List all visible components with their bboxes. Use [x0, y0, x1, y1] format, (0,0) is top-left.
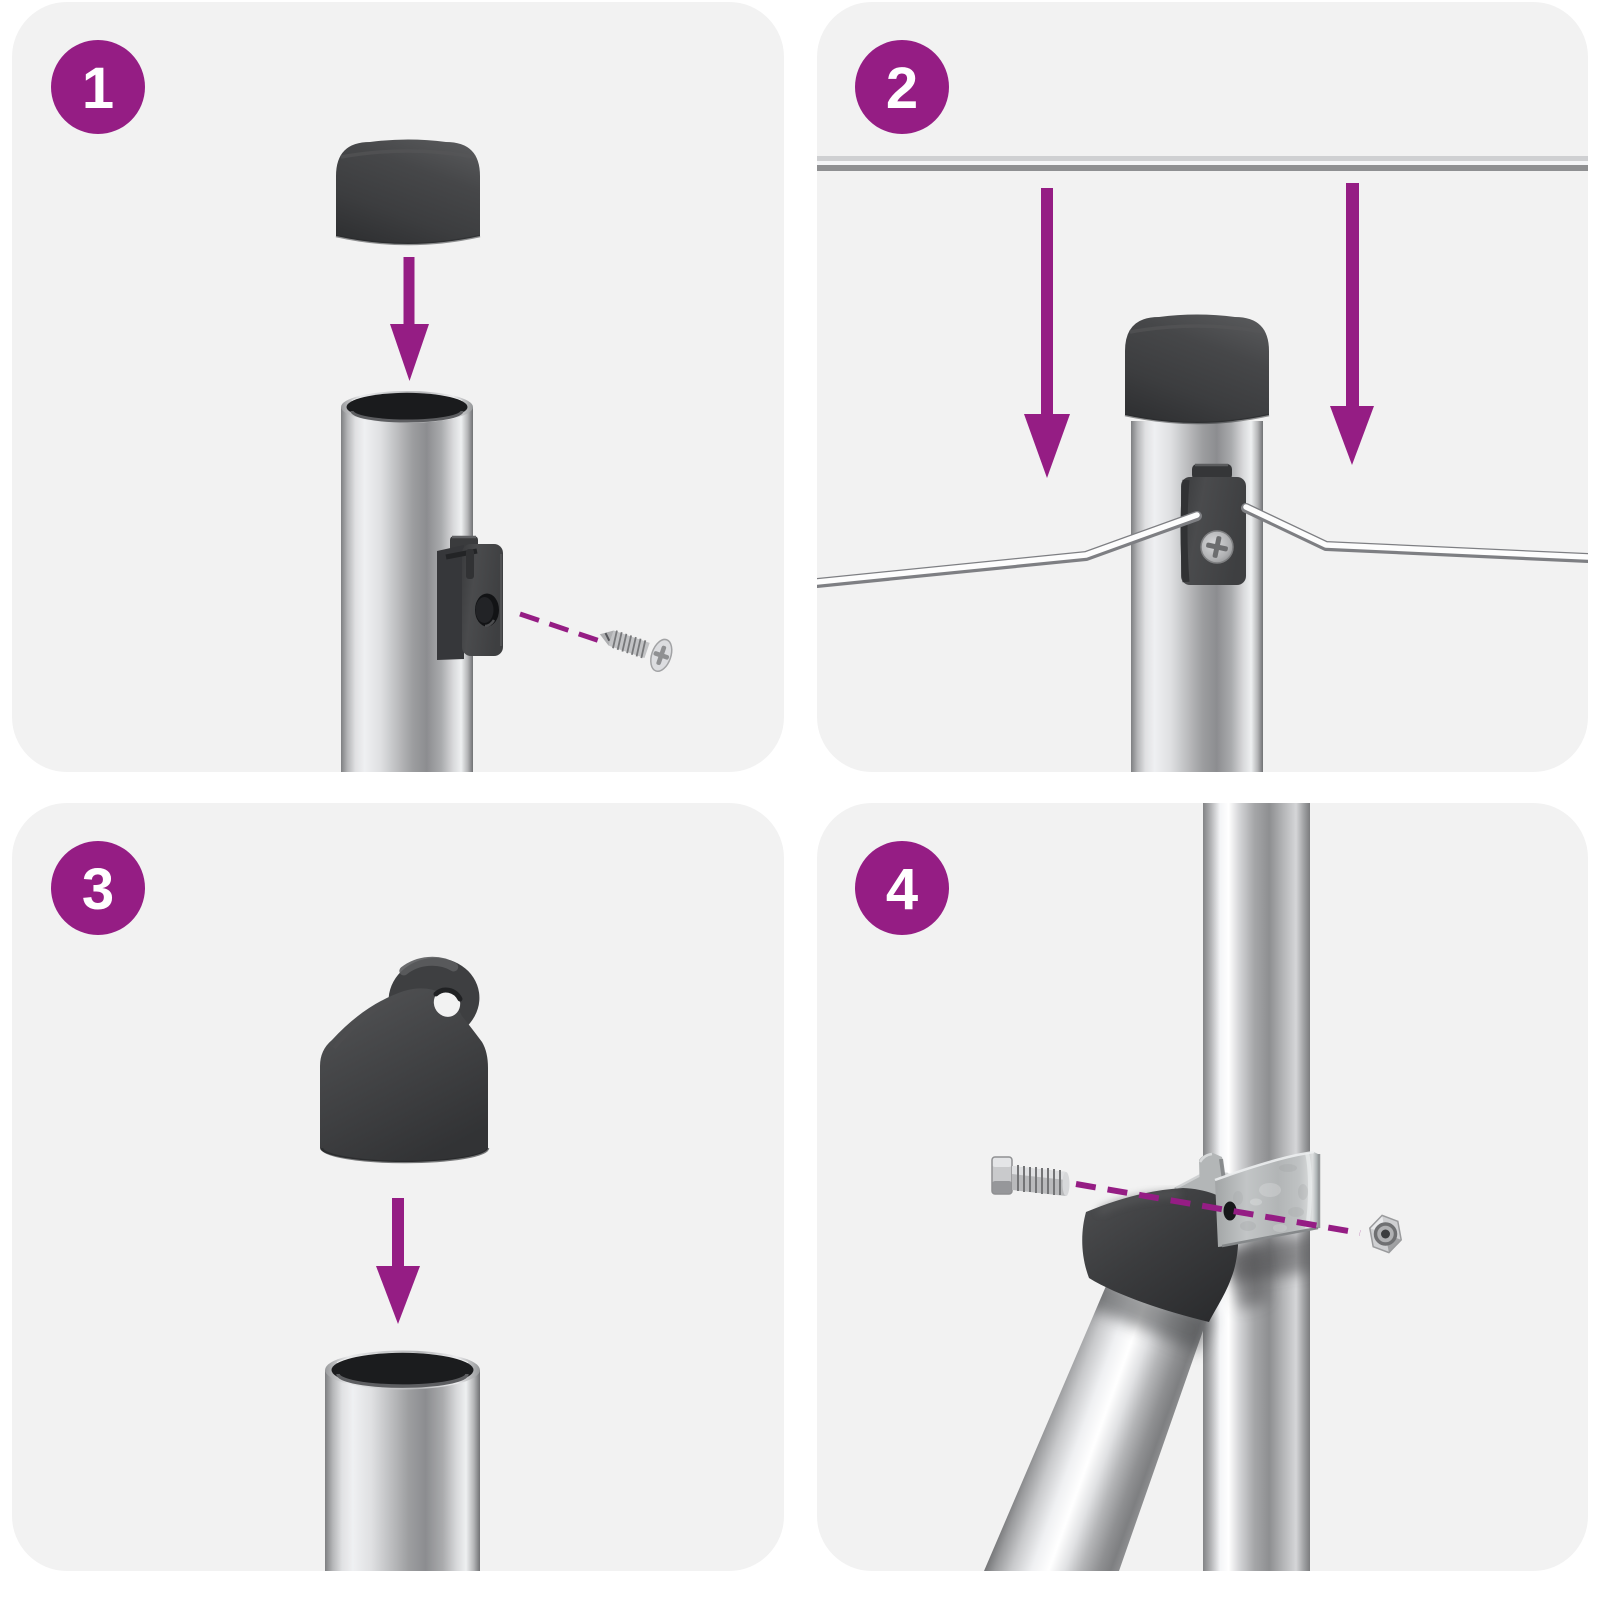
svg-text:3: 3: [82, 857, 114, 922]
svg-text:1: 1: [82, 56, 114, 121]
svg-text:2: 2: [886, 56, 918, 121]
svg-text:4: 4: [886, 857, 918, 922]
